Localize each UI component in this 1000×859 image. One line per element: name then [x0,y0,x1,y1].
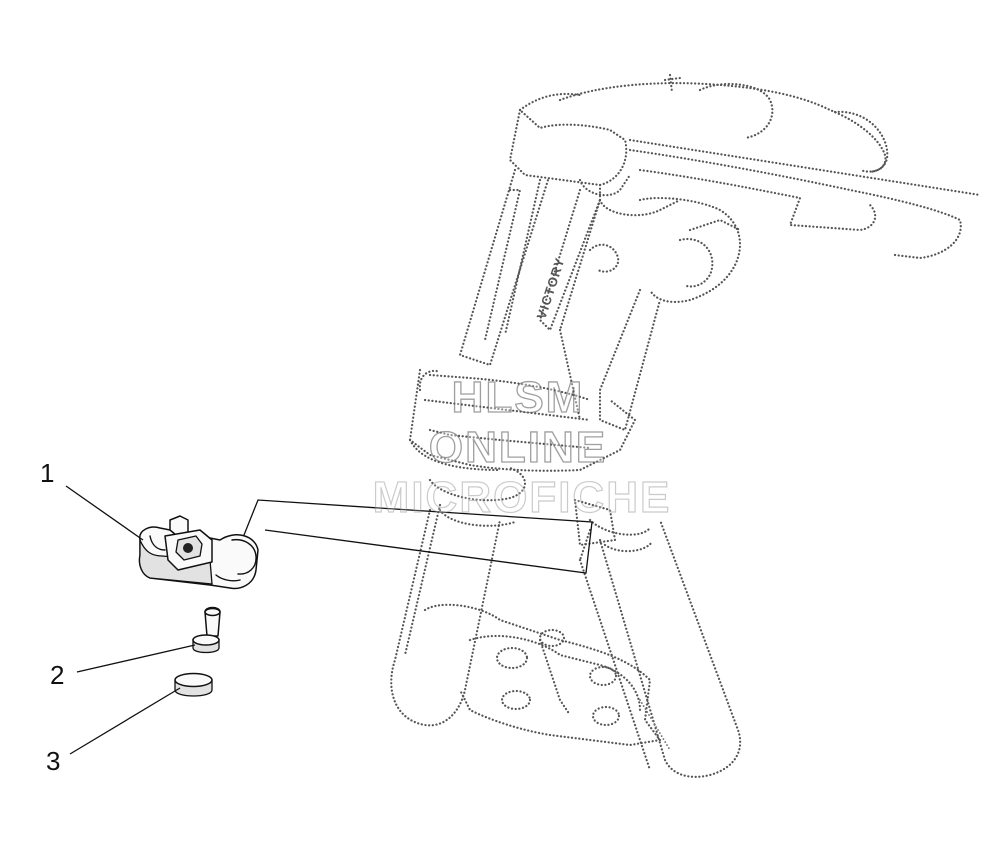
callout-1: 1 [40,458,54,488]
callout-3: 3 [46,746,60,776]
part-2-screw [192,606,221,654]
part-3-cap [174,672,213,697]
watermark-line-2: ONLINE [429,423,607,472]
watermark-line-1: HLSM [452,373,585,422]
leader-line-1 [65,485,144,541]
leader-line-2 [76,644,196,673]
frame-decal: VICTORY [534,255,568,321]
callout-2: 2 [50,660,64,690]
part-1-sensor-clamp [138,515,259,590]
mounting-reference-line [241,499,593,574]
watermark-line-3: MICROFICHE [373,473,672,522]
watermark: HLSM ONLINE MICROFICHE [372,372,672,522]
leader-line-3 [69,687,181,755]
